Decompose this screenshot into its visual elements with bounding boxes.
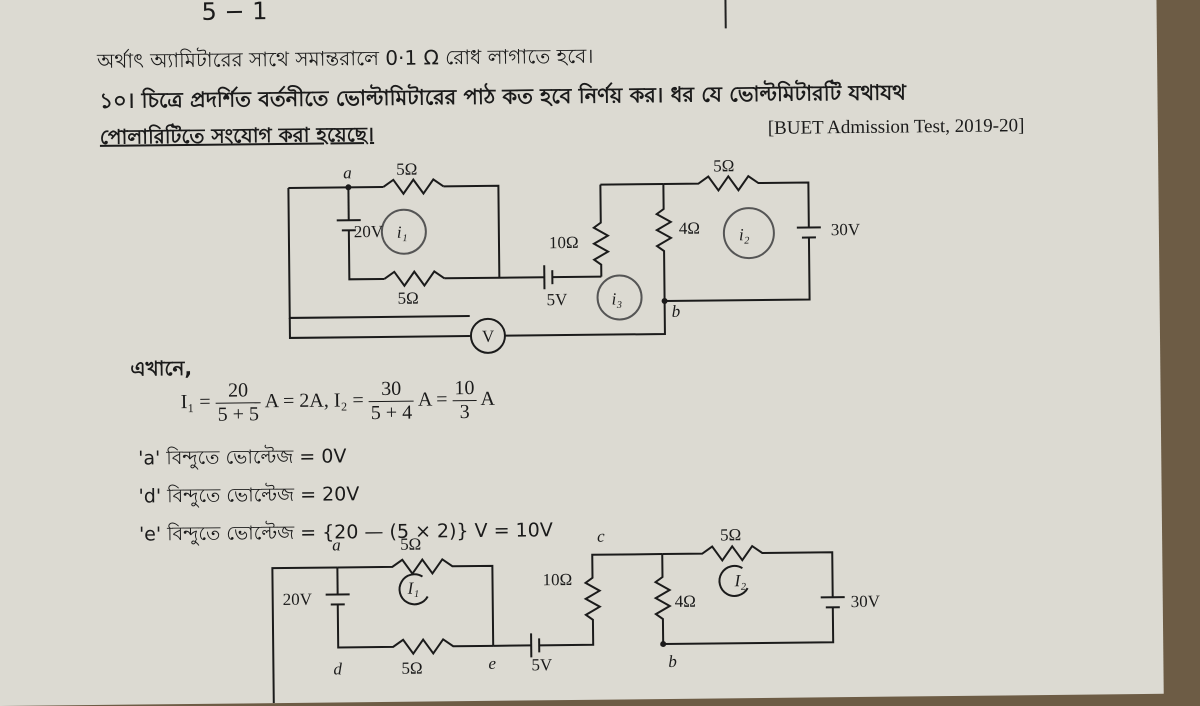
resistor-10-label: 10Ω [549,233,579,252]
hand-i1: i₁ [397,223,408,242]
node-b-label: b [672,302,681,321]
battery-20v-label: 20V [354,222,384,241]
c2-battery-5v: 5V [531,655,553,674]
bullet-point-d: 'd' বিন্দুতে ভোল্টেজ = 20V [138,480,359,514]
battery-5v-label: 5V [546,290,568,309]
c2-node-b: b [668,652,677,671]
c2-node-e: e [488,654,496,673]
resistor-4-label: 4Ω [679,219,700,238]
textbook-page: 5 − 1 অর্থাৎ অ্যামিটারের সাথে সমান্তরালে… [0,0,1164,706]
resistor-right-label: 5Ω [713,156,734,175]
resistor-top-label: 5Ω [396,160,417,179]
circuit-diagram-1: a 5Ω 5Ω 20V 10Ω 5V 4Ω 30V 5Ω b V i₁ i₂ i… [0,0,1164,706]
i2-mid: A = [418,388,448,410]
i1-rest: A = 2A, I₂ = [265,389,364,412]
bullet-point-a: 'a' বিন্দুতে ভোল্টেজ = 0V [138,442,346,476]
battery-30v-label: 30V [831,220,861,239]
c2-resistor-10: 10Ω [542,570,572,589]
i1-lhs: I₁ = [181,391,211,413]
i2-num2: 10 [452,377,476,401]
c2-node-d: d [333,659,342,678]
c2-resistor-4: 4Ω [675,592,696,611]
bullet-point-e: 'e' বিন্দুতে ভোল্টেজ = {20 — (5 × 2)} V … [139,516,553,552]
hand-i3: i₃ [611,289,622,308]
c2-battery-30v: 30V [851,592,881,611]
i2-den: 5 + 4 [369,402,415,425]
i2-num: 30 [368,378,414,402]
c2-battery-20v: 20V [283,590,313,609]
c2-node-c: c [597,527,605,546]
c2-current-i2: I₂ [733,571,746,590]
voltmeter-symbol: V [482,327,495,346]
i1-den: 5 + 5 [216,403,262,426]
hand-i2: i₂ [739,225,750,244]
c2-resistor-right: 5Ω [720,525,741,544]
i1-num: 20 [215,379,261,403]
node-a-label: a [343,163,352,182]
resistor-bottom-label: 5Ω [397,289,418,308]
c2-current-i1: I₁ [406,579,419,598]
i2-unit: A [480,388,495,410]
i2-den2: 3 [453,401,477,424]
